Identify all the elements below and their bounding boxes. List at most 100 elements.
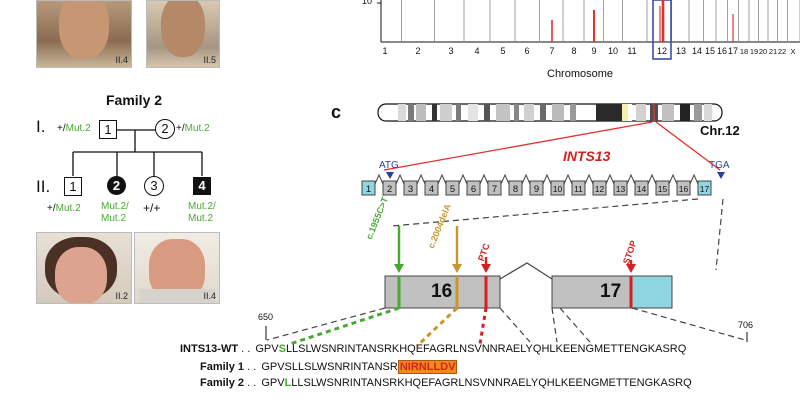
- seq-pre: GPV: [261, 377, 285, 389]
- pedigree-female-ii3: 3: [144, 176, 164, 196]
- chromosome-tick-label: 17: [728, 46, 738, 56]
- frameshift-box: NIRNLLDV: [397, 360, 458, 374]
- exon-box: [487, 180, 502, 196]
- intron-connector: [458, 173, 468, 185]
- individual-number: 1: [69, 179, 77, 194]
- intron-connector: [647, 173, 657, 185]
- exon-box: [382, 180, 397, 196]
- chromosome-tick-label: 13: [676, 46, 686, 56]
- patient-photo-ii4: II.4: [134, 232, 220, 304]
- face-shape: [59, 1, 109, 59]
- photo-label: II.4: [203, 291, 216, 301]
- generation-i-label: I.: [36, 117, 46, 136]
- patient-photo-ii5-top: II.5: [146, 0, 220, 68]
- photo-label: II.4: [115, 55, 128, 65]
- chromosome-ideogram: [377, 103, 723, 122]
- seq-dots: . .: [247, 361, 257, 373]
- genotype-mut: Mut.2: [55, 203, 81, 214]
- exon-number: 14: [637, 184, 647, 194]
- seq-row-wt: INTS13-WT . . GPVSLLSLWSNRINTANSRKHQEFAG…: [180, 342, 686, 356]
- genotype-line2: Mut.2: [188, 213, 214, 224]
- chromosome-label: Chr.12: [700, 123, 740, 138]
- shirt-shape: [139, 289, 215, 303]
- atg-arrow: [386, 172, 394, 179]
- pedigree-lines: [72, 129, 203, 176]
- exon-box: [424, 180, 439, 196]
- pedigree-male-i1: 1: [99, 120, 117, 139]
- tga-arrow: [717, 172, 725, 179]
- intron-connector: [395, 173, 405, 185]
- intron-connector: [584, 173, 594, 185]
- exon17-utr: [631, 275, 673, 309]
- intron-connector: [542, 173, 552, 185]
- exon17-label: 17: [600, 281, 622, 302]
- y-tick-label: 10: [362, 0, 373, 6]
- photo-label: II.2: [115, 291, 128, 301]
- seq-dash-green: [289, 306, 400, 346]
- patient-photo-ii4-top: II.4: [36, 0, 132, 68]
- seq-dash-a: [499, 307, 531, 343]
- arrow-ptc-head: [481, 264, 491, 273]
- seq-pre: GPV: [255, 343, 279, 355]
- face-shape: [55, 247, 107, 303]
- family2-title: Family 2: [106, 92, 163, 108]
- exon-number: 16: [679, 184, 689, 194]
- exon-box: [550, 180, 565, 196]
- arrow-c1955-head: [394, 264, 404, 273]
- x-axis-label: Chromosome: [547, 68, 614, 80]
- chromosome-tick-label: 6: [524, 46, 529, 56]
- exon-box: [592, 180, 607, 196]
- chromosome-tick-label: 22: [778, 47, 786, 56]
- pedigree-male-ii4-affected: 4: [193, 177, 211, 195]
- intron-connector: [689, 173, 699, 185]
- exon-box: [613, 180, 628, 196]
- seq-dots: . .: [247, 377, 257, 389]
- genotype-line1: Mut.2/: [101, 201, 129, 212]
- zoom-line-right: [655, 121, 721, 171]
- atg-label: ATG: [379, 160, 399, 171]
- exon-box: [676, 180, 691, 196]
- exon-box: [655, 180, 670, 196]
- chromosome-tick-label: 8: [571, 46, 576, 56]
- chromosome-tick-label: 21: [769, 47, 777, 56]
- chromosome-tick-label: 18: [740, 47, 748, 56]
- chromosome-tick-label: 12: [657, 46, 667, 56]
- genotype-ii3: +/+: [143, 201, 161, 215]
- individual-number: 2: [161, 121, 169, 136]
- panel-letter-c: c: [331, 102, 342, 122]
- exon-number: 7: [492, 184, 497, 195]
- intron-connector: [521, 173, 531, 185]
- genotype-ii1: +/Mut.2: [47, 203, 81, 214]
- chromosome-tick-label: 4: [474, 46, 479, 56]
- exon-box: [445, 180, 460, 196]
- photo-label: II.5: [203, 55, 216, 65]
- genotype-i2: +/Mut.2: [176, 123, 210, 134]
- exon-number: 13: [616, 184, 626, 194]
- individual-number: 4: [198, 178, 206, 193]
- seq-dots: . .: [241, 343, 251, 355]
- patient-photo-ii2: II.2: [36, 232, 132, 304]
- seq-dash-orange: [415, 306, 459, 348]
- zoom-dash-left: [391, 198, 699, 227]
- exon-box: [508, 180, 523, 196]
- intron-connector: [563, 173, 573, 185]
- exon-box: [571, 180, 586, 196]
- individual-number: 3: [150, 178, 158, 193]
- position-end: 706: [738, 320, 754, 330]
- seq-pre: GPVSLLSLWSNRINTANSR: [261, 361, 398, 373]
- genotype-ii2: Mut.2/ Mut.2: [101, 201, 129, 225]
- seq-post: LLSLWSNRINTANSRKHQEFAGRLNSVNNRAELYQHLKEE…: [285, 343, 687, 355]
- seq-highlight: L: [284, 377, 292, 389]
- chromosome-tick-label: 15: [705, 46, 715, 56]
- exon-number: 15: [658, 184, 668, 194]
- exon-number: 9: [534, 184, 539, 195]
- chromosome-tick-label: 3: [448, 46, 453, 56]
- position-start: 650: [258, 312, 274, 322]
- generation-ii-label: II.: [36, 177, 51, 196]
- genotype-line1: Mut.2/: [188, 201, 216, 212]
- chromosome-tick-label: 7: [549, 46, 554, 56]
- chromosome-tick-label: 9: [591, 46, 596, 56]
